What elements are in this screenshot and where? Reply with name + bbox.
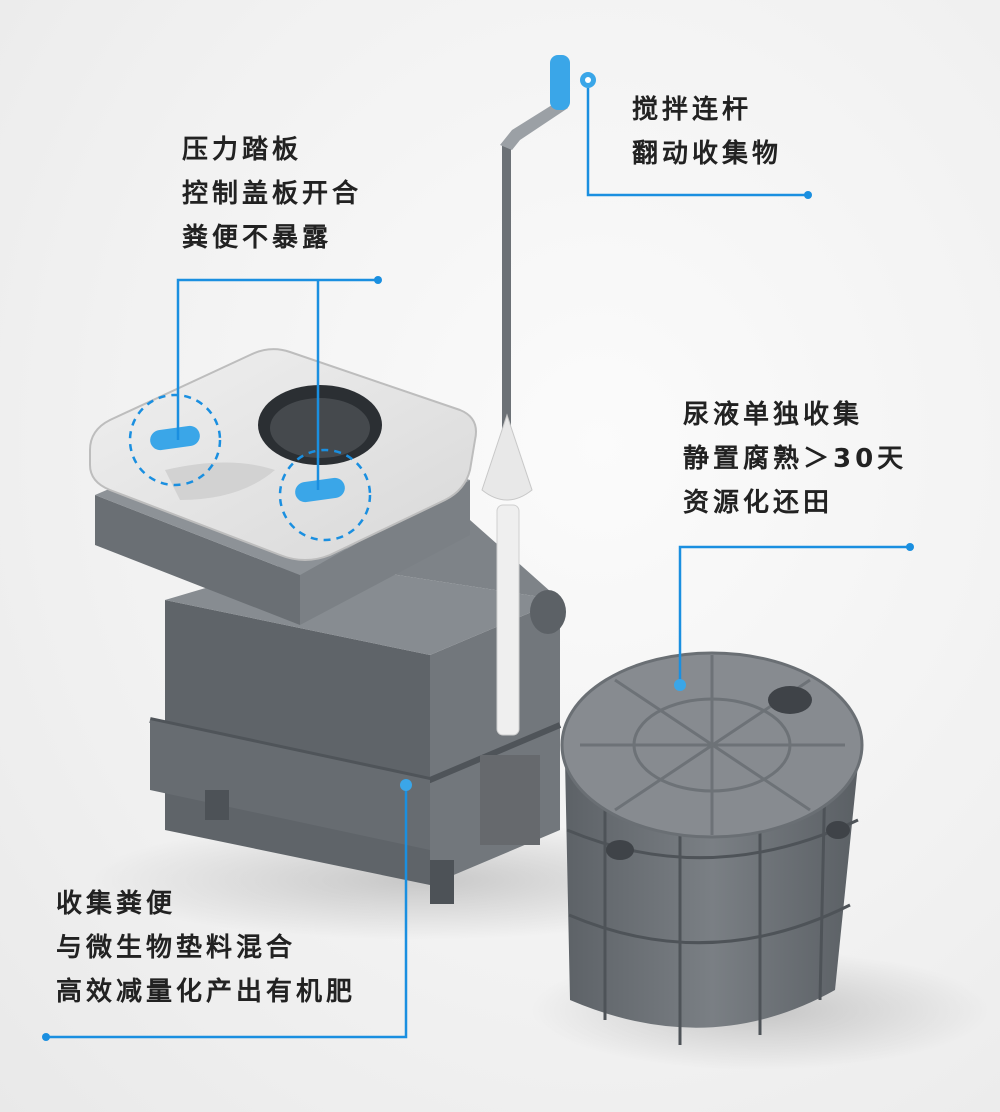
callout-collect-line-2: 与微生物垫料混合	[56, 933, 297, 963]
pedal-left	[150, 425, 200, 451]
pedal-right-ring	[278, 448, 372, 542]
pedal-right	[295, 477, 345, 503]
callout-stir: 搅拌连杆 翻动收集物	[632, 88, 782, 176]
callout-lines	[46, 88, 910, 1039]
stirring-rod	[480, 55, 570, 845]
callout-dots	[42, 72, 914, 1041]
callout-urine-line-2: 静置腐熟＞30天	[683, 444, 908, 474]
callout-pedal-line-2: 控制盖板开合	[182, 179, 363, 209]
callout-urine-line-3: 资源化还田	[683, 488, 834, 518]
callout-urine: 尿液单独收集 静置腐熟＞30天 资源化还田	[683, 393, 907, 525]
callout-stir-line-2: 翻动收集物	[632, 139, 783, 169]
seat-plate	[89, 348, 477, 561]
callout-urine-line-1: 尿液单独收集	[683, 400, 864, 430]
callout-collect-line-1: 收集粪便	[56, 889, 177, 919]
urine-tank	[560, 651, 864, 1045]
callout-stir-line-1: 搅拌连杆	[632, 95, 753, 125]
callout-pedal-line-3: 粪便不暴露	[182, 223, 333, 253]
callout-collect-line-3: 高效减量化产出有机肥	[56, 977, 357, 1007]
collection-chamber	[149, 520, 562, 904]
pedal-left-ring	[128, 393, 222, 487]
callout-pedal-line-1: 压力踏板	[182, 135, 303, 165]
callout-pedal: 压力踏板 控制盖板开合 粪便不暴露	[182, 128, 362, 260]
callout-collect: 收集粪便 与微生物垫料混合 高效减量化产出有机肥	[56, 882, 356, 1014]
